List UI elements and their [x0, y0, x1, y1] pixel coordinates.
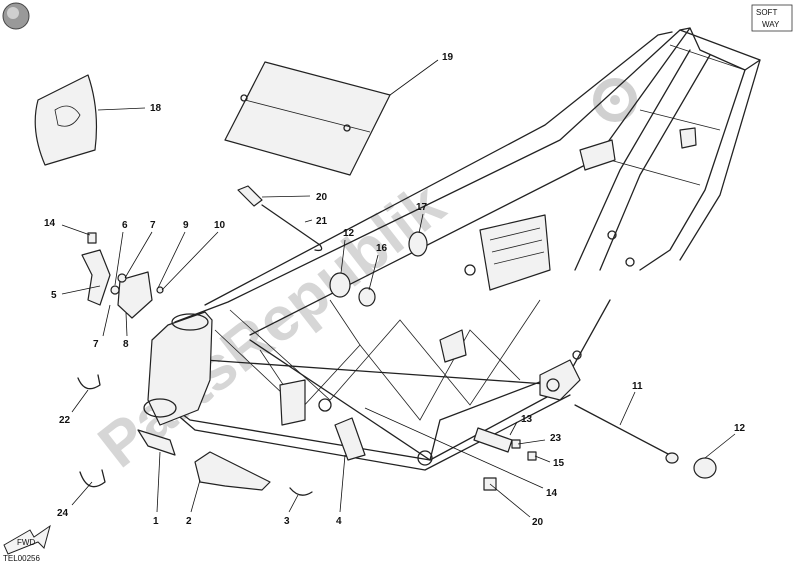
diagram-code: TEL00256 [3, 554, 40, 563]
callout-1: 1 [153, 516, 159, 527]
callout-16: 16 [376, 243, 388, 254]
part-24-clamp [79, 469, 106, 488]
brand-badge-line2: WAY [762, 20, 780, 29]
callout-14-top: 14 [44, 218, 56, 229]
brand-badge: SOFT WAY [751, 4, 793, 32]
callout-12-bottom: 12 [734, 423, 746, 434]
part-18-decal [34, 74, 98, 166]
part-1-plate [137, 429, 176, 456]
callout-24: 24 [57, 508, 69, 519]
callout-3: 3 [284, 516, 290, 527]
callout-20-bottom: 20 [532, 517, 544, 528]
brand-badge-line1: SOFT [756, 8, 777, 17]
callout-labels: 18 19 20 21 14 5 6 7 9 10 7 8 12 16 17 2… [44, 52, 746, 528]
part-15-washer [527, 451, 537, 461]
callout-6: 6 [122, 220, 128, 231]
part-5-bracket [81, 249, 111, 306]
part-19-cover [224, 61, 391, 176]
watermark-gear-icon [593, 78, 637, 122]
callout-19: 19 [442, 52, 454, 63]
callout-12-top: 12 [343, 228, 355, 239]
main-frame [143, 27, 761, 471]
callout-18: 18 [150, 103, 162, 114]
part-2-guard [194, 451, 271, 491]
callout-9: 9 [183, 220, 189, 231]
callout-14-bottom: 14 [546, 488, 558, 499]
callout-11: 11 [632, 381, 643, 392]
part-11-pivot-bolt [574, 404, 679, 464]
callout-10: 10 [214, 220, 226, 231]
callout-7-bottom: 7 [93, 339, 99, 350]
part-16-bushing [358, 287, 376, 307]
callout-21: 21 [316, 216, 328, 227]
callout-7-top: 7 [150, 220, 156, 231]
callout-17: 17 [416, 202, 428, 213]
forward-arrow-label: FWD [17, 538, 35, 547]
part-12-cap-bottom [693, 457, 717, 479]
part-17-bushing [408, 231, 428, 257]
part-14-screw-top [87, 232, 97, 244]
callout-4: 4 [336, 516, 342, 527]
callout-22: 22 [59, 415, 71, 426]
part-3-clip [289, 487, 313, 496]
callout-5: 5 [51, 290, 57, 301]
part-13-sleeve [473, 427, 513, 453]
part-20-plug [237, 185, 263, 207]
callout-2: 2 [186, 516, 192, 527]
part-21-rod [261, 204, 323, 252]
callout-23: 23 [550, 433, 562, 444]
callout-20-top: 20 [316, 192, 328, 203]
part-4-bracket [334, 417, 366, 461]
catalog-round-badge [2, 2, 30, 30]
part-12-bushing-top [329, 272, 351, 298]
callout-13: 13 [521, 414, 533, 425]
leader-lines [61, 59, 736, 518]
callout-15: 15 [553, 458, 565, 469]
part-22-clamp [77, 374, 101, 390]
forward-arrow-icon: FWD [3, 524, 51, 555]
callout-8: 8 [123, 339, 129, 350]
part-8-bracket [110, 271, 164, 319]
